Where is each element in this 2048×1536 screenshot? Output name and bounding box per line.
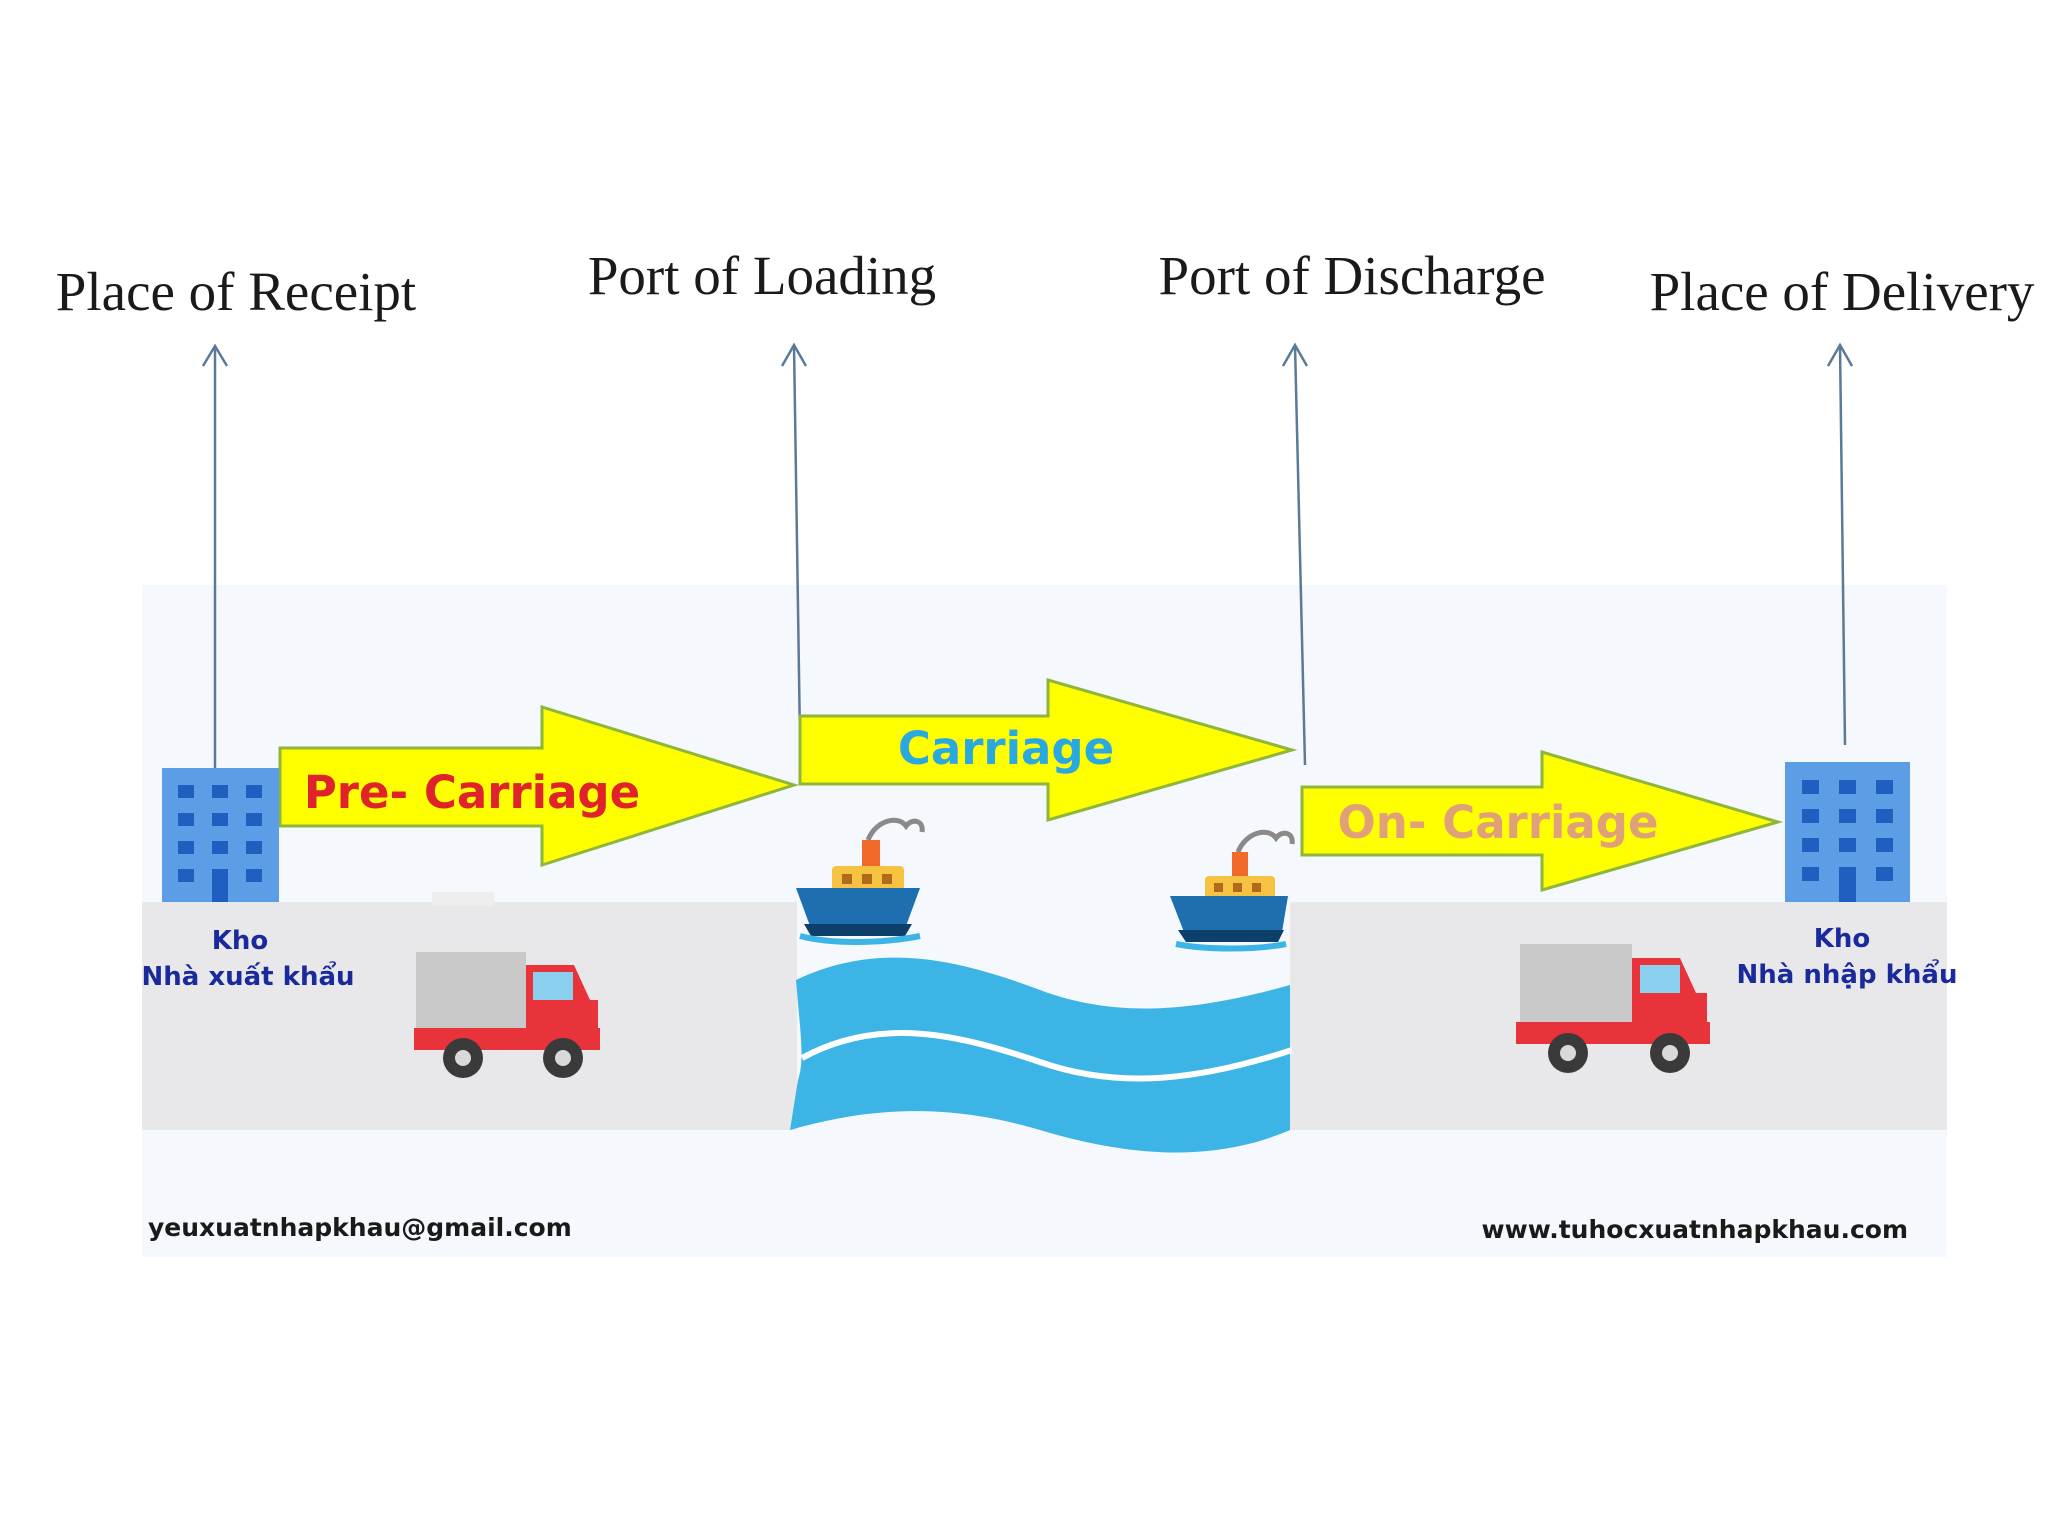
port-of-discharge-label: Port of Discharge [1159,245,1546,306]
on-carriage-arrow [1300,749,1784,892]
truck-icon [414,892,600,1078]
building-icon [162,768,279,902]
up-arrow-icon [1826,342,1854,746]
importer-warehouse-title: Kho [1814,924,1871,954]
up-arrow-icon [1281,342,1309,766]
place-of-receipt-label: Place of Receipt [56,261,416,322]
water-wave-crest [800,1030,1293,1082]
place-of-delivery-label: Place of Delivery [1650,261,2035,322]
on-carriage-label: On- Carriage [1338,796,1659,849]
up-arrow-icon [780,342,808,741]
footer-email: yeuxuatnhapkhau@gmail.com [148,1213,572,1242]
port-of-loading-label: Port of Loading [588,245,936,306]
up-arrow-icon [201,343,229,775]
truck-icon [1516,944,1710,1073]
ship-icon [1170,829,1295,952]
building-icon [1785,762,1910,902]
pre-carriage-label: Pre- Carriage [304,766,640,819]
exporter-warehouse-title: Kho [212,926,269,956]
footer-website: www.tuhocxuatnhapkhau.com [1482,1215,1908,1244]
importer-warehouse-name: Nhà nhập khẩu [1737,957,1958,990]
ship-icon [796,817,925,945]
pre-carriage-arrow [278,704,800,868]
exporter-warehouse-name: Nhà xuất khẩu [141,959,354,992]
water-waves-icon [790,957,1290,1153]
carriage-arrow [798,678,1298,822]
carriage-label: Carriage [898,722,1114,775]
